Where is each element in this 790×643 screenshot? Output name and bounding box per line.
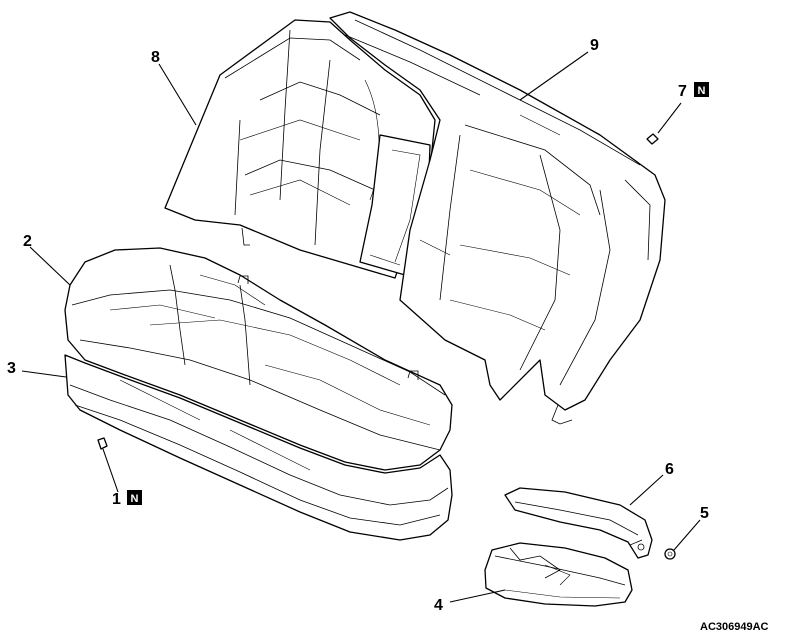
leader-2 — [29, 246, 71, 286]
leader-lines — [21, 51, 701, 603]
leader-4 — [449, 589, 506, 603]
armrest-part-4 — [484, 542, 633, 607]
armrest-part-6 — [504, 487, 653, 559]
callouts: 8 9 7 N 2 3 1 N 6 5 4 AC306949AC — [7, 37, 769, 633]
nut-part-5 — [664, 548, 676, 560]
leader-9 — [519, 51, 589, 101]
callout-1: 1 — [112, 491, 121, 508]
leader-3 — [21, 370, 67, 378]
seatback-part-9 — [329, 11, 666, 425]
callout-9: 9 — [590, 37, 599, 54]
leader-5 — [673, 519, 701, 551]
callout-6: 6 — [665, 461, 674, 478]
leader-6 — [629, 474, 664, 506]
callout-4: 4 — [434, 597, 443, 614]
seat-cushion-part-3 — [64, 354, 453, 541]
callout-7: 7 — [678, 83, 687, 100]
clip-part-7 — [646, 102, 682, 145]
callout-1-badge — [127, 490, 142, 505]
callout-7-badge — [694, 82, 709, 97]
callout-1-badge-text: N — [131, 493, 139, 505]
seat-cushion-part-2 — [64, 247, 453, 471]
callout-7-badge-text: N — [698, 85, 706, 97]
callout-5: 5 — [700, 505, 709, 522]
leader-8 — [158, 63, 197, 126]
clip-part-1 — [97, 437, 119, 493]
callout-8: 8 — [151, 49, 160, 66]
callout-3: 3 — [7, 360, 16, 377]
figure-id: AC306949AC — [700, 621, 769, 633]
callout-2: 2 — [23, 233, 32, 250]
